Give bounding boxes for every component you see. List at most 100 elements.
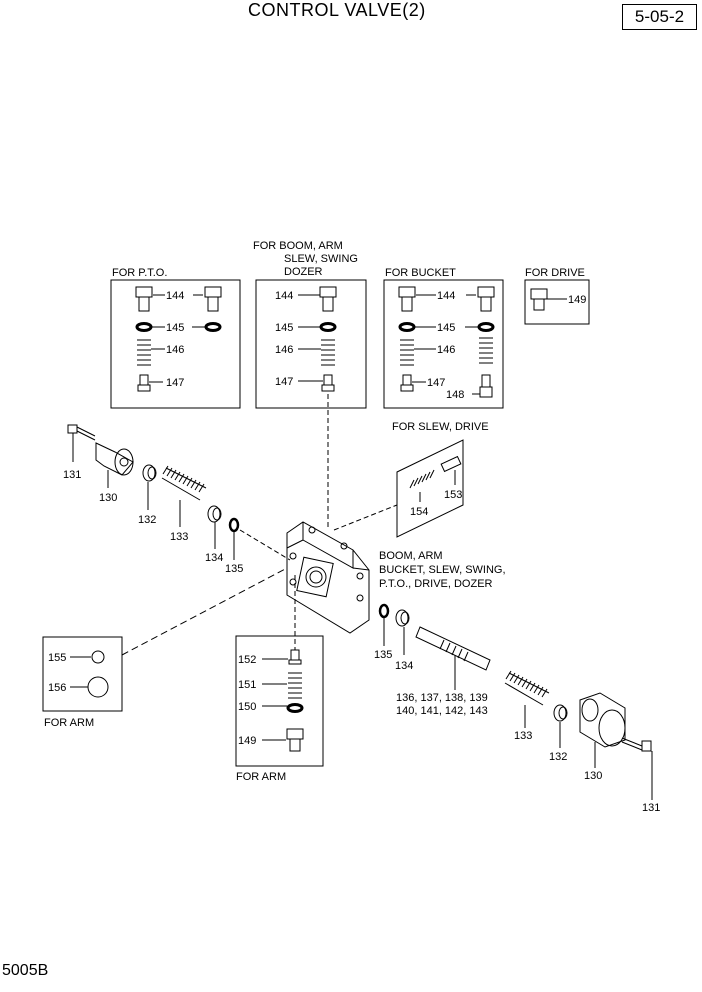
drive-box [524, 279, 590, 325]
label-152: 152 [238, 654, 256, 666]
label-146-pto: 146 [166, 344, 184, 356]
page-code-box: 5-05-2 [622, 4, 697, 30]
label-146-boom: 146 [275, 344, 293, 356]
boom-label-3: DOZER [284, 266, 323, 278]
poppet-153 [440, 455, 462, 473]
label-144-boom: 144 [275, 290, 293, 302]
label-spool-2: 140, 141, 142, 143 [396, 705, 488, 717]
label-133-right: 133 [514, 730, 532, 742]
label-144-bucket: 144 [437, 290, 455, 302]
label-130-left: 130 [99, 492, 117, 504]
arm-left-box [42, 636, 123, 712]
oring-150 [286, 703, 304, 713]
label-spool-1: 136, 137, 138, 139 [396, 692, 488, 704]
label-134-right: 134 [395, 660, 413, 672]
bucket-box [383, 279, 504, 409]
cover-130-left [95, 442, 134, 476]
body-label-3: P.T.O., DRIVE, DOZER [379, 578, 493, 590]
oring-135-left [228, 517, 240, 533]
ball-156 [87, 676, 109, 698]
oring-145-pto-left [135, 322, 153, 332]
poppet-147-bucket [400, 374, 414, 392]
poppet-147-pto [137, 374, 151, 392]
label-154: 154 [410, 506, 428, 518]
seat-132-right [553, 704, 568, 722]
pto-label: FOR P.T.O. [112, 267, 167, 279]
label-132-right: 132 [549, 751, 567, 763]
label-145-bucket: 145 [437, 322, 455, 334]
seat-134-left [207, 505, 222, 523]
spring-146-bucket-left [400, 339, 414, 366]
spool-136-143 [415, 626, 491, 671]
label-130-right: 130 [584, 770, 602, 782]
drive-label: FOR DRIVE [525, 267, 585, 279]
label-149-drive: 149 [568, 294, 586, 306]
label-147-bucket: 147 [427, 377, 445, 389]
label-131-left: 131 [63, 469, 81, 481]
label-146-bucket: 146 [437, 344, 455, 356]
arm-center-box [235, 635, 324, 767]
bolt-131-left [67, 424, 96, 441]
page-title: CONTROL VALVE(2) [248, 0, 426, 20]
spring-146-boom [321, 339, 335, 366]
poppet-152 [288, 649, 302, 665]
seat-132-left [142, 464, 157, 482]
label-133-left: 133 [170, 531, 188, 543]
oring-145-bucket-right [477, 322, 495, 332]
plug-144-bucket-right [477, 286, 495, 312]
plug-149-drive [530, 288, 548, 311]
poppet-148-bucket [479, 374, 493, 398]
label-131-right: 131 [642, 802, 660, 814]
oring-145-boom [319, 322, 337, 332]
arm-center-label: FOR ARM [236, 771, 286, 783]
label-145-pto: 145 [166, 322, 184, 334]
body-label-1: BOOM, ARM [379, 550, 443, 562]
label-134-left: 134 [205, 552, 223, 564]
label-147-pto: 147 [166, 377, 184, 389]
spring-133-left [161, 465, 207, 501]
label-147-boom: 147 [275, 376, 293, 388]
oring-135-right [378, 603, 390, 619]
spring-151 [288, 672, 302, 699]
label-153: 153 [444, 489, 462, 501]
bolt-131-right [621, 737, 652, 752]
seat-134-right [395, 609, 410, 627]
label-135-left: 135 [225, 563, 243, 575]
label-155: 155 [48, 652, 66, 664]
boom-label-1: FOR BOOM, ARM [253, 240, 343, 252]
label-148-bucket: 148 [446, 389, 464, 401]
slew-drive-box [396, 439, 464, 538]
plug-144-pto-right [204, 286, 222, 312]
cover-130-right [579, 692, 626, 748]
arm-left-label: FOR ARM [44, 717, 94, 729]
label-135-right: 135 [374, 649, 392, 661]
poppet-147-boom [321, 374, 335, 392]
pto-box [110, 279, 241, 409]
spring-133-right [504, 670, 550, 706]
plug-149-arm [286, 728, 304, 752]
spring-146-bucket-right [479, 337, 493, 364]
spring-154 [409, 469, 435, 489]
ball-155 [91, 650, 105, 664]
footer-code: 5005B [2, 962, 49, 979]
label-145-boom: 145 [275, 322, 293, 334]
plug-144-pto-left [135, 286, 153, 312]
label-144-pto: 144 [166, 290, 184, 302]
label-151: 151 [238, 679, 256, 691]
label-156: 156 [48, 682, 66, 694]
label-149-arm: 149 [238, 735, 256, 747]
body-label-2: BUCKET, SLEW, SWING, [379, 564, 506, 576]
oring-145-pto-right [204, 322, 222, 332]
slew-drive-label: FOR SLEW, DRIVE [392, 421, 489, 433]
bucket-label: FOR BUCKET [385, 267, 456, 279]
boom-label-2: SLEW, SWING [284, 253, 358, 265]
label-150: 150 [238, 701, 256, 713]
label-132-left: 132 [138, 514, 156, 526]
boom-arm-box [255, 279, 367, 409]
spring-146-pto [137, 339, 151, 366]
oring-145-bucket-left [398, 322, 416, 332]
plug-144-bucket-left [398, 286, 416, 312]
valve-body [286, 521, 370, 634]
plug-144-boom [319, 286, 337, 312]
